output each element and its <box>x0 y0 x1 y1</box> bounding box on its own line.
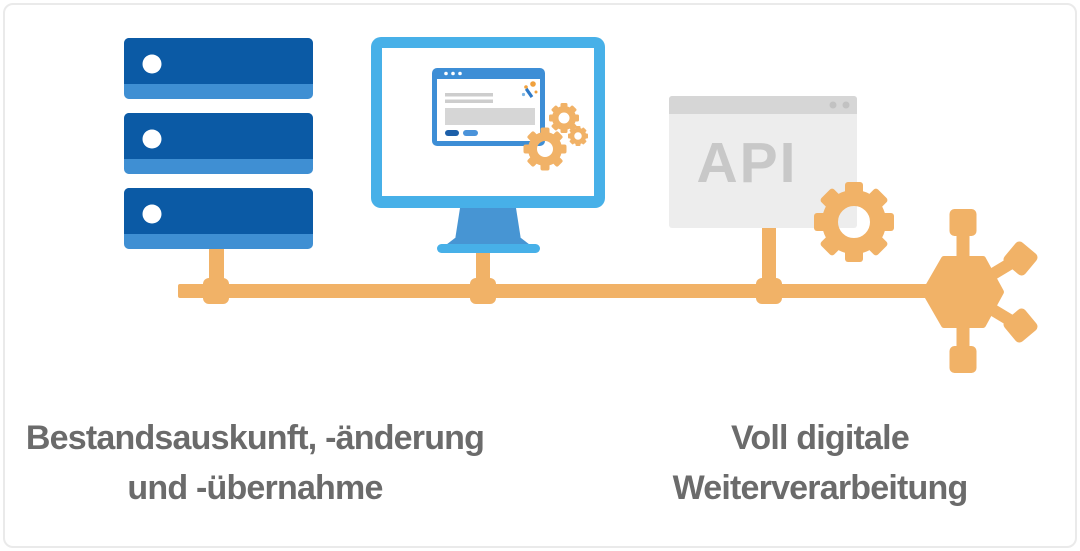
api-window-icon <box>669 96 857 228</box>
text-line <box>445 99 493 103</box>
caption-right-line1: Voll digitale <box>731 419 910 457</box>
server-unit <box>124 38 313 99</box>
gear-api <box>814 182 894 262</box>
titlebar-dot <box>829 101 837 109</box>
server-stack-icon <box>124 38 313 249</box>
monitor-node <box>470 278 496 304</box>
bus-line <box>178 284 934 298</box>
content-block <box>445 108 535 125</box>
gear-large <box>523 127 567 171</box>
caption-left-line1: Bestandsauskunft, -änderung <box>25 419 485 457</box>
server-led <box>142 54 162 74</box>
monitor-base <box>437 244 540 253</box>
server-led <box>142 204 162 224</box>
server-unit <box>124 113 313 174</box>
caption-right-line2: Weiterverarbeitung <box>672 469 969 507</box>
server-stem <box>209 246 224 286</box>
caption-left: Bestandsauskunft, -änderung und -übernah… <box>5 413 505 513</box>
sparkle-cursor-icon <box>521 81 538 98</box>
api-titlebar <box>669 96 857 114</box>
api-window-body <box>669 96 857 228</box>
browser-dot <box>444 71 448 76</box>
server-unit <box>124 188 313 249</box>
hub-spoke-upper-right <box>1003 241 1038 276</box>
gear-icon <box>814 182 894 262</box>
connection-line <box>178 226 934 304</box>
hub-spoke-bottom <box>949 346 977 373</box>
titlebar-dot <box>842 101 850 109</box>
caption-right: Voll digitale Weiterverarbeitung <box>580 413 1060 513</box>
browser-dot <box>451 71 455 76</box>
button-pill <box>463 130 478 136</box>
gear-small <box>568 126 588 146</box>
api-label: API <box>696 131 798 195</box>
hub-spoke-lower-right <box>1003 308 1038 343</box>
monitor-neck <box>455 208 521 240</box>
gear-icon <box>523 103 588 171</box>
button-pill <box>445 130 459 136</box>
api-node <box>756 278 782 304</box>
hub-hexagon <box>922 256 1004 328</box>
browser-dot <box>458 71 462 76</box>
gear-medium <box>549 103 579 133</box>
server-led <box>142 129 162 149</box>
network-hub-icon <box>922 209 1038 373</box>
browser-window-icon <box>432 68 545 146</box>
text-line <box>445 93 493 97</box>
hub-spoke-top <box>949 209 977 236</box>
api-stem <box>762 226 776 288</box>
caption-left-line2: und -übernahme <box>127 469 383 507</box>
server-node <box>203 278 229 304</box>
